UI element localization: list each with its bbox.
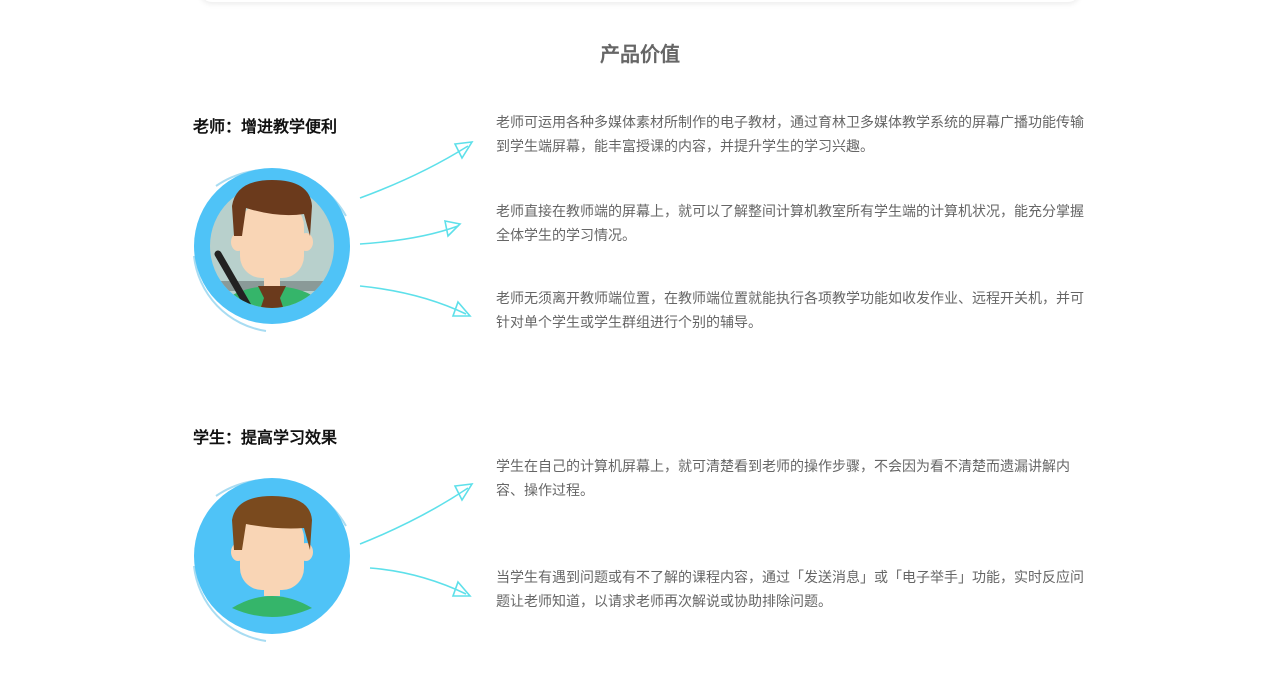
- teacher-arrows: [359, 141, 474, 317]
- arrow-icon: [359, 145, 469, 199]
- teacher-heading: 老师：增进教学便利: [193, 117, 338, 136]
- student-heading: 学生：提高学习效果: [193, 428, 338, 447]
- teacher-avatar: [193, 168, 350, 332]
- student-arrows: [359, 483, 474, 597]
- arrow-head-icon: [453, 141, 474, 160]
- teacher-point-3: 老师无须离开教师端位置，在教师端位置就能执行各项教学功能如收发作业、远程开关机，…: [496, 291, 1084, 331]
- arrow-icon: [369, 567, 467, 595]
- student-point-2: 当学生有遇到问题或有不了解的课程内容，通过「发送消息」或「电子举手」功能，实时反…: [496, 570, 1084, 610]
- arrow-icon: [359, 487, 469, 545]
- student-point-1: 学生在自己的计算机屏幕上，就可清楚看到老师的操作步骤，不会因为看不清楚而遗漏讲解…: [496, 459, 1070, 499]
- arrow-icon: [359, 285, 467, 315]
- arrow-head-icon: [451, 580, 472, 597]
- arrow-head-icon: [451, 300, 472, 317]
- teacher-point-1: 老师可运用各种多媒体素材所制作的电子教材，通过育林卫多媒体教学系统的屏幕广播功能…: [496, 115, 1084, 155]
- arrow-head-icon: [453, 483, 474, 502]
- student-avatar: [193, 478, 350, 642]
- arrow-icon: [359, 225, 459, 245]
- arrow-head-icon: [443, 219, 462, 238]
- teacher-point-2: 老师直接在教师端的屏幕上，就可以了解整间计算机教室所有学生端的计算机状况，能充分…: [496, 204, 1084, 244]
- top-card-edge: [200, 0, 1080, 2]
- section-title: 产品价值: [600, 42, 680, 66]
